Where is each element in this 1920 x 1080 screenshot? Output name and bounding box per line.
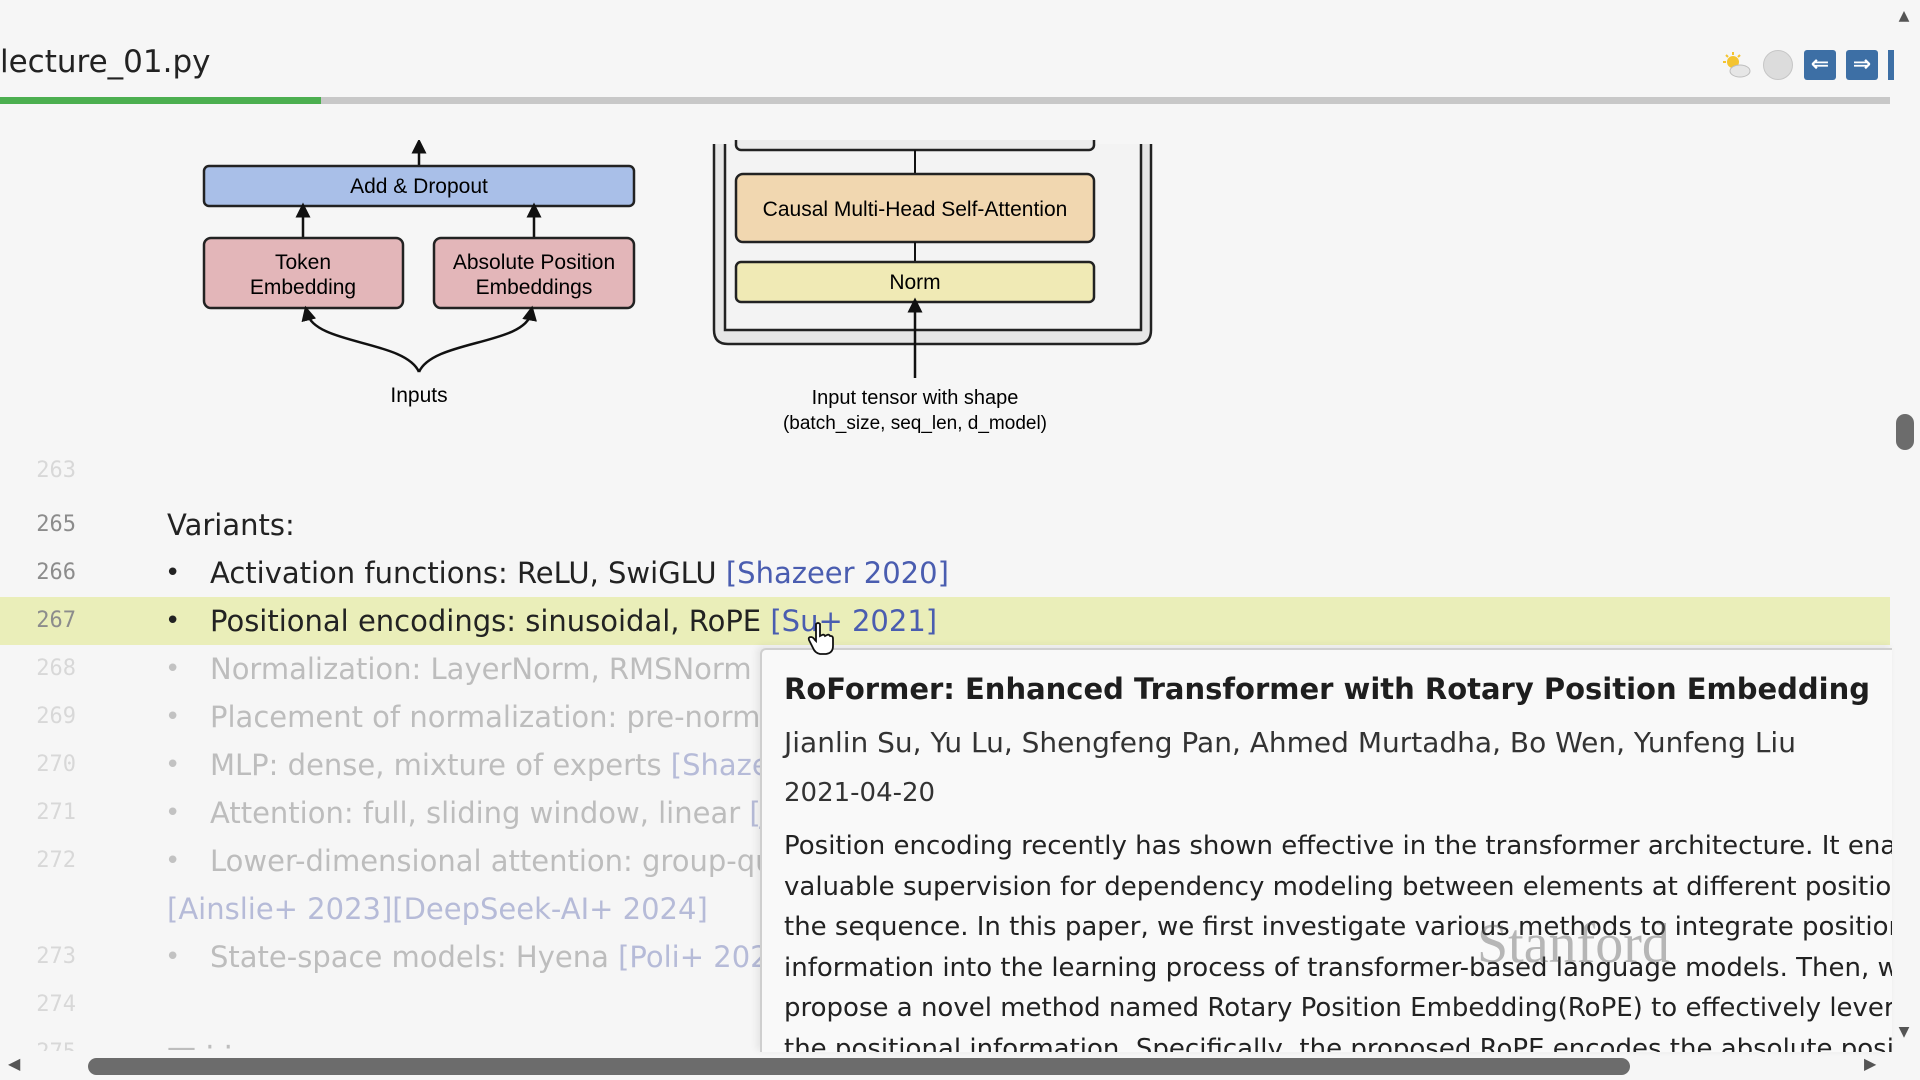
add-dropout-box: [202, 164, 636, 208]
paper-authors: Jianlin Su, Yu Lu, Shengfeng Pan, Ahmed …: [784, 726, 1796, 759]
code-line[interactable]: 268 • Normalization: LayerNorm, RMSNorm: [0, 645, 1890, 693]
scroll-down-arrow-icon[interactable]: ▼: [1898, 1024, 1910, 1040]
bullet: •: [165, 846, 181, 876]
citation-link[interactable]: [Poli+ 2023: [618, 940, 788, 974]
progress-fill: [0, 97, 322, 104]
file-title: lecture_01.py: [0, 44, 211, 80]
line-number: 273: [36, 944, 76, 969]
state-space-text: State-space models: Hyena: [210, 940, 619, 974]
abstract-line: propose a novel method named Rotary Posi…: [784, 993, 1892, 1023]
code-line-highlighted[interactable]: 267 • Positional encodings: sinusoidal, …: [0, 597, 1890, 645]
bullet: •: [165, 750, 181, 780]
code-line[interactable]: 270 • MLP: dense, mixture of experts [Sh…: [0, 741, 1890, 789]
activation-functions-text: Activation functions: ReLU, SwiGLU: [210, 556, 726, 590]
token-embedding-label-2: Embedding: [250, 276, 356, 299]
list-item-text: Positional encodings: sinusoidal, RoPE […: [210, 597, 937, 645]
add-dropout-label: Add & Dropout: [350, 175, 488, 198]
vertical-scrollbar-thumb[interactable]: [1896, 414, 1914, 450]
bullet: •: [165, 654, 181, 684]
abstract-line: valuable supervision for dependency mode…: [784, 871, 1892, 902]
list-item-text: MLP: dense, mixture of experts [Shaze: [210, 741, 770, 789]
abstract-line: the positional information. Specifically…: [784, 1033, 1892, 1053]
citation-link[interactable]: [Shazeer 2020]: [725, 556, 949, 590]
toolbar: ⇐ ⇒: [1720, 50, 1894, 80]
citation-link[interactable]: [Shaze: [670, 748, 770, 782]
paper-abstract: Position encoding recently has shown eff…: [784, 826, 1892, 1052]
line-number: 269: [36, 704, 76, 729]
sun-cloud-icon[interactable]: [1720, 50, 1752, 80]
abstract-line: information into the learning process of…: [784, 952, 1892, 983]
line-number: 267: [36, 608, 76, 633]
list-item-text: [Ainslie+ 2023][DeepSeek-AI+ 2024]: [167, 885, 708, 933]
stanford-watermark: Stanford: [1477, 913, 1670, 975]
next-arrow-button[interactable]: ⇒: [1846, 50, 1878, 80]
hand-pointer-cursor-icon: [807, 622, 834, 655]
inputs-label: Inputs: [390, 384, 447, 407]
input-tensor-shape: (batch_size, seq_len, d_model): [783, 413, 1047, 434]
embedding-diagram: Add & Dropout Token Embedding Absolute P…: [202, 140, 636, 407]
scroll-right-arrow-icon[interactable]: ▶: [1864, 1054, 1877, 1073]
line-number: 271: [36, 800, 76, 825]
attention-text: Attention: full, sliding window, linear: [210, 796, 750, 830]
line-number: 275: [0, 1029, 76, 1051]
transformer-block-diagram: Causal Multi-Head Self-Attention Norm In…: [712, 140, 1153, 434]
inputs-fork-right: [417, 305, 537, 373]
code-line[interactable]: 265 Variants:: [0, 501, 1890, 549]
input-tensor-label: Input tensor with shape: [812, 387, 1019, 409]
code-line[interactable]: 273 • State-space models: Hyena [Poli+ 2…: [0, 933, 1890, 981]
list-item-text: Normalization: LayerNorm, RMSNorm: [210, 652, 752, 686]
citation-link-hovered[interactable]: [Su+ 2021]: [770, 604, 938, 638]
code-line[interactable]: 266 • Activation functions: ReLU, SwiGLU…: [0, 549, 1890, 597]
scroll-up-arrow-icon[interactable]: ▲: [1898, 8, 1910, 24]
previous-arrow-button[interactable]: ⇐: [1804, 50, 1836, 80]
code-line[interactable]: 274: [0, 981, 1890, 1029]
positional-encodings-text: Positional encodings: sinusoidal, RoPE: [210, 604, 771, 638]
list-item-text: Activation functions: ReLU, SwiGLU [Shaz…: [210, 549, 949, 597]
attention-label: Causal Multi-Head Self-Attention: [763, 198, 1068, 221]
citation-link[interactable]: [Ainslie+ 2023][DeepSeek-AI+ 2024]: [167, 892, 708, 926]
absolute-position-label-1: Absolute Position: [453, 251, 615, 274]
bullet: •: [165, 942, 181, 972]
code-line[interactable]: 271 • Attention: full, sliding window, l…: [0, 789, 1890, 837]
abstract-line: the sequence. In this paper, we first in…: [784, 912, 1892, 942]
code-line-cutoff[interactable]: 275 — · ·: [0, 1029, 1890, 1051]
progress-bar: [0, 97, 1890, 104]
citation-hover-popup: RoFormer: Enhanced Transformer with Rota…: [760, 648, 1892, 1052]
abstract-line: Position encoding recently has shown eff…: [784, 831, 1892, 861]
list-item-text: Attention: full, sliding window, linear …: [210, 789, 769, 837]
line-number: 270: [36, 752, 76, 777]
line-number: 274: [36, 992, 76, 1017]
mlp-text: MLP: dense, mixture of experts: [210, 748, 671, 782]
bullet: •: [165, 798, 181, 828]
code-line[interactable]: 263: [0, 447, 1890, 495]
absolute-position-label-2: Embeddings: [476, 276, 593, 299]
circle-icon[interactable]: [1762, 50, 1794, 80]
line-number: 266: [36, 560, 76, 585]
line-number: 263: [36, 458, 76, 483]
bullet: •: [165, 702, 181, 732]
line-number: 272: [36, 848, 76, 873]
toolbar-edge-icon[interactable]: [1888, 50, 1894, 80]
paper-date: 2021-04-20: [784, 778, 936, 808]
bullet: •: [165, 606, 181, 636]
horizontal-scrollbar-thumb[interactable]: [88, 1058, 1630, 1075]
list-item-text: State-space models: Hyena [Poli+ 2023: [210, 933, 787, 981]
list-item-text: — · ·: [167, 1030, 233, 1051]
code-line-wrap[interactable]: [Ainslie+ 2023][DeepSeek-AI+ 2024]: [0, 885, 1890, 933]
top-layer-box-edge: [734, 140, 1096, 152]
code-line[interactable]: 272 • Lower-dimensional attention: group…: [0, 837, 1890, 885]
token-embedding-label-1: Token: [275, 251, 331, 274]
code-line[interactable]: 269 • Placement of normalization: pre-no…: [0, 693, 1890, 741]
norm-label: Norm: [889, 271, 940, 294]
paper-title: RoFormer: Enhanced Transformer with Rota…: [784, 672, 1871, 706]
bullet: •: [165, 558, 181, 588]
line-number: 268: [36, 656, 76, 681]
list-item-text: Placement of normalization: pre-norm: [210, 700, 761, 734]
inputs-fork-left: [301, 305, 421, 373]
line-number: 265: [36, 512, 76, 537]
scroll-left-arrow-icon[interactable]: ◀: [8, 1054, 21, 1073]
list-item-text: Lower-dimensional attention: group-qu: [210, 844, 774, 878]
variants-heading: Variants:: [167, 508, 295, 542]
